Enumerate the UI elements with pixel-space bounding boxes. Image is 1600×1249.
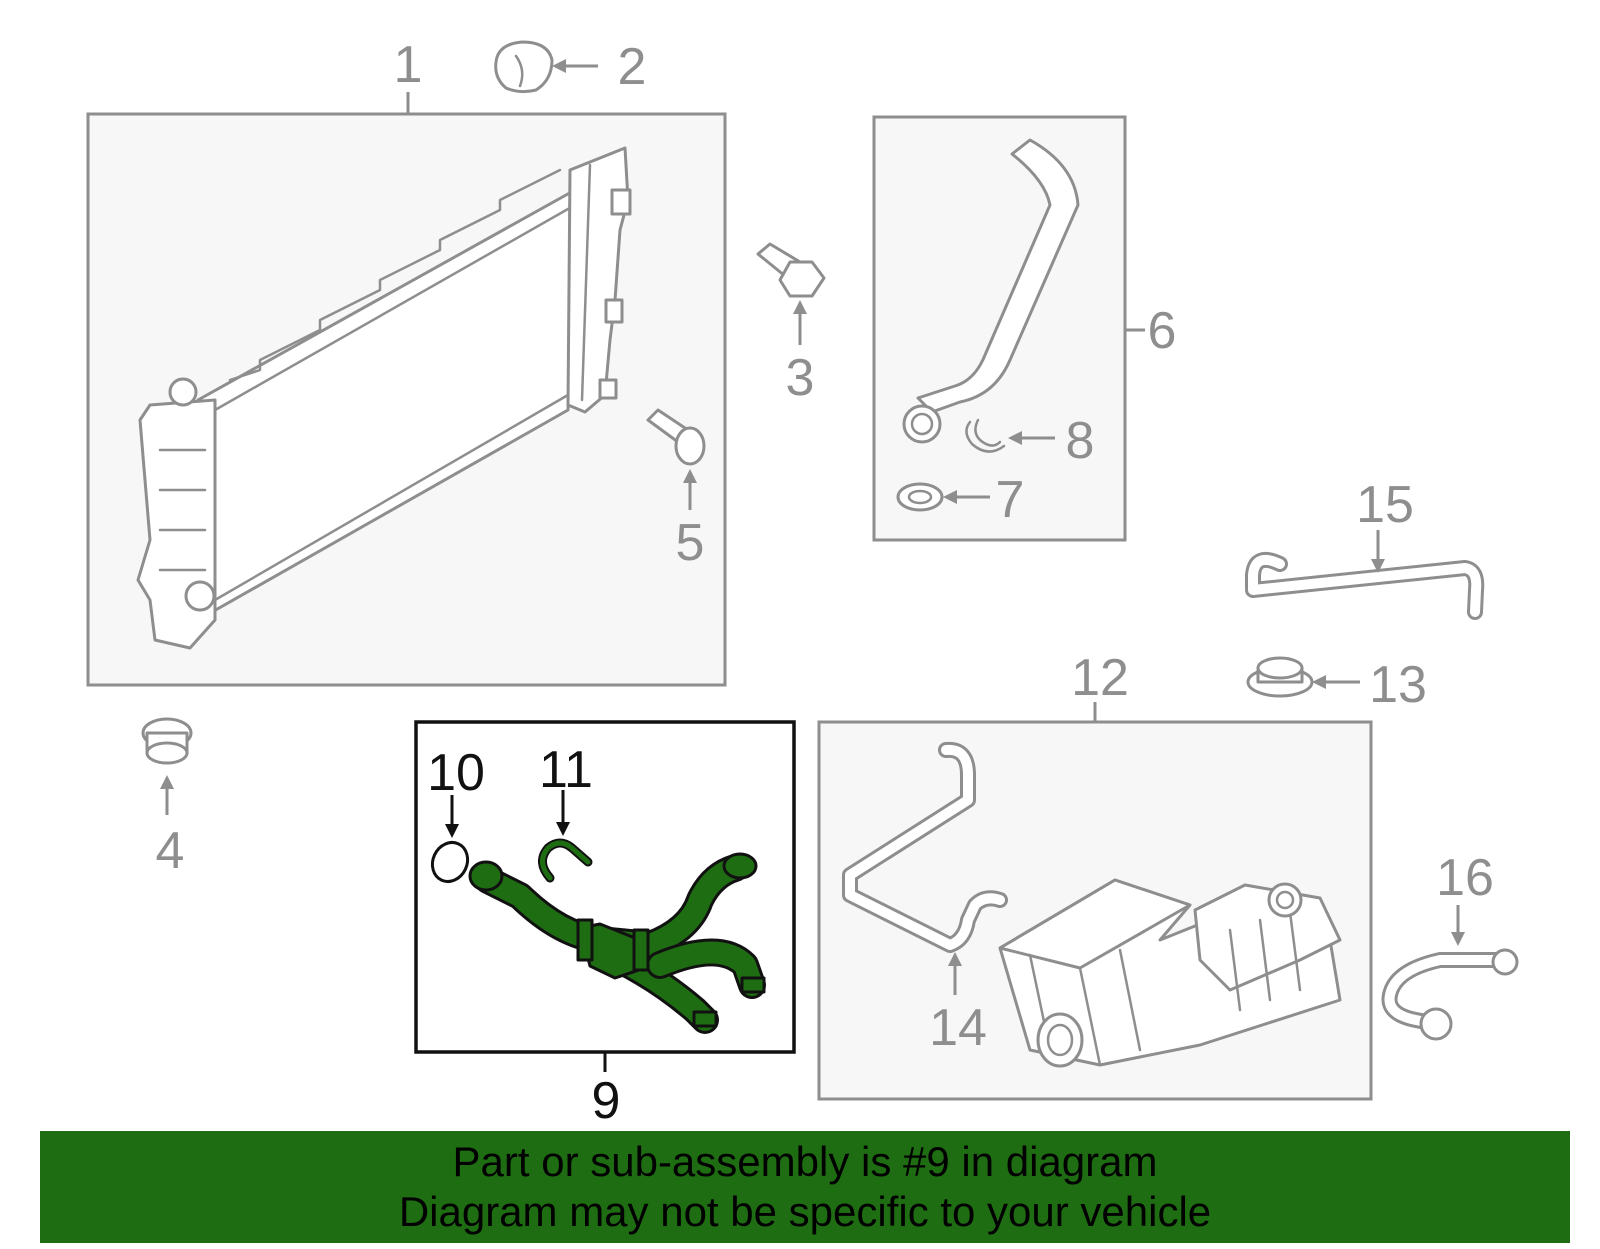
reservoir-cap-part — [1246, 656, 1314, 698]
callout-8: 8 — [1066, 412, 1095, 470]
footer-line-disclaimer: Diagram may not be specific to your vehi… — [398, 1188, 1212, 1235]
hose-clamp-part — [965, 418, 1006, 453]
overflow-tube-part — [842, 741, 1008, 953]
callout-4: 4 — [156, 822, 185, 880]
footer-line-part-number: Part or sub-assembly is #9 in diagram — [452, 1138, 1158, 1185]
pin-part — [646, 408, 706, 466]
footer-banner: Part or sub-assembly is #9 in diagram Di… — [40, 1131, 1570, 1243]
coolant-tube-highlighted-part — [468, 852, 766, 1034]
callout-16: 16 — [1436, 849, 1494, 907]
radiator-part — [136, 146, 632, 650]
vent-tube-part — [1245, 551, 1485, 620]
callout-6: 6 — [1148, 302, 1177, 360]
o-ring-10-part — [430, 841, 470, 883]
callout-15: 15 — [1356, 476, 1414, 534]
callout-12: 12 — [1071, 649, 1129, 707]
bolt-part — [756, 242, 826, 298]
callout-14: 14 — [929, 999, 987, 1057]
radiator-cap-part — [494, 40, 554, 94]
callout-13: 13 — [1369, 656, 1427, 714]
callout-3: 3 — [786, 349, 815, 407]
callout-2: 2 — [618, 38, 647, 96]
reservoir-part — [998, 878, 1342, 1068]
bypass-hose-part — [1381, 948, 1519, 1041]
o-ring-part — [896, 482, 944, 512]
callout-11: 11 — [539, 741, 593, 799]
grommet-part — [141, 717, 193, 765]
callout-9: 9 — [592, 1072, 621, 1130]
callout-5: 5 — [676, 514, 705, 572]
upper-hose-part — [902, 138, 1080, 444]
callout-1: 1 — [394, 36, 423, 94]
callout-7: 7 — [996, 471, 1025, 529]
callout-10: 10 — [427, 744, 485, 802]
clip-11-part — [538, 838, 593, 883]
